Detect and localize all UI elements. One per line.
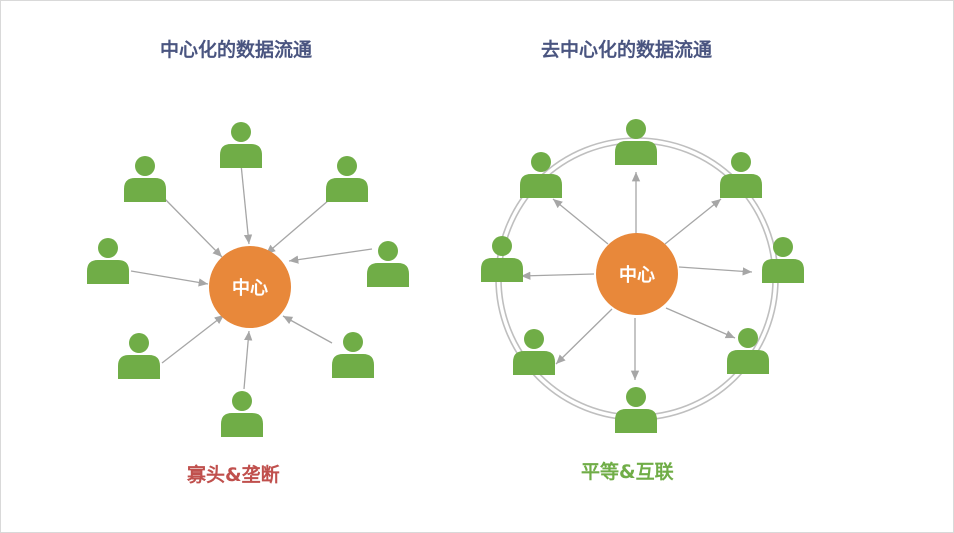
arrow-to-center [282, 315, 333, 344]
user-icon [220, 122, 262, 168]
arrow-from-center [665, 307, 736, 339]
arrow-from-center [552, 198, 609, 245]
decentralized-arrows [520, 172, 753, 380]
decentralized-diagram: 中心 [481, 119, 804, 433]
user-icon [520, 152, 562, 198]
arrow-from-center [664, 198, 722, 245]
user-icon [124, 156, 166, 202]
user-icon [615, 387, 657, 433]
decentralized-caption: 平等&互联 [581, 461, 674, 483]
user-icon [367, 241, 409, 287]
arrow-from-center [555, 308, 613, 365]
user-icon [332, 332, 374, 378]
arrow-to-center [288, 248, 373, 264]
center-node [209, 246, 291, 328]
center-node [596, 233, 678, 315]
user-icon [87, 238, 129, 284]
user-icon [727, 328, 769, 374]
user-icon [615, 119, 657, 165]
arrow-to-center [265, 199, 330, 255]
centralized-title: 中心化的数据流通 [160, 39, 313, 61]
user-icon [221, 391, 263, 437]
center-label: 中心 [619, 264, 655, 286]
arrow-to-center [161, 195, 223, 258]
user-icon [118, 333, 160, 379]
user-icon [481, 236, 523, 282]
arrow-to-center [240, 163, 253, 245]
arrow-to-center [243, 330, 253, 390]
arrow-from-center [678, 266, 753, 276]
arrow-from-center [520, 271, 595, 280]
center-label: 中心 [232, 277, 268, 299]
user-icon [720, 152, 762, 198]
decentralized-title: 去中心化的数据流通 [541, 39, 713, 61]
centralized-diagram: 中心 [87, 122, 409, 437]
arrow-to-center [161, 314, 225, 364]
arrow-to-center [130, 270, 209, 287]
centralized-arrows [130, 163, 373, 390]
user-icon [513, 329, 555, 375]
centralized-caption: 寡头&垄断 [187, 464, 280, 486]
user-icon [326, 156, 368, 202]
